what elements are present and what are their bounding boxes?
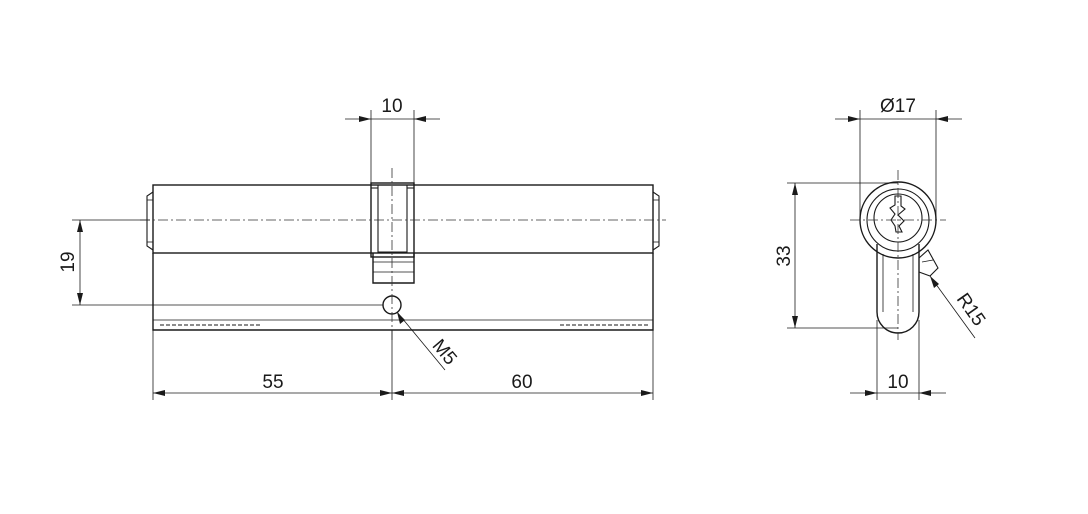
dim-33-arrow-top [792,183,798,195]
cam-inner [377,185,408,253]
dim-10-arrow-left [359,116,371,122]
keyway [889,195,906,233]
dim-55-arrow-left [153,390,165,396]
dim-10-arrow-right [414,116,426,122]
screw-leader-arrow [397,312,405,324]
cylinder-lower-profile [152,253,654,331]
cylinder-upper-body [152,184,654,254]
cam-lever [372,253,415,284]
dim-radius-label: R15 [952,290,989,331]
cam-tip-line [921,259,934,263]
dim-dia-arrow-left [848,116,860,122]
screw-leader-line [396,311,446,371]
cam-tip [918,249,939,277]
dim-height-19-label: 19 [58,251,79,272]
dim-diameter-label: Ø17 [880,96,916,117]
side-view: 10 19 55 60 M5 [58,96,666,400]
radius-leader-arrow [930,276,939,288]
dim-length-right-label: 60 [511,372,532,393]
left-end-cap [146,191,154,251]
dim-screw-label: M5 [428,336,461,370]
dim-10b-arrow-left [865,390,877,396]
dim-60-arrow-right [641,390,653,396]
dim-height-33-label: 33 [774,245,795,266]
dim-19-arrow-bottom [77,293,83,305]
dim-width-bottom-label: 10 [887,372,908,393]
dim-60-arrow-left [392,390,404,396]
right-end-cap [652,191,660,251]
dim-33-arrow-bottom [792,316,798,328]
dim-10b-arrow-right [919,390,931,396]
dim-length-left-label: 55 [262,372,283,393]
dim-55-arrow-right [380,390,392,396]
dim-19-arrow-top [77,220,83,232]
front-view: Ø17 33 10 R15 [774,96,989,400]
dim-cam-width-label: 10 [381,96,402,117]
dim-dia-arrow-right [936,116,948,122]
radius-leader-line [929,275,976,339]
